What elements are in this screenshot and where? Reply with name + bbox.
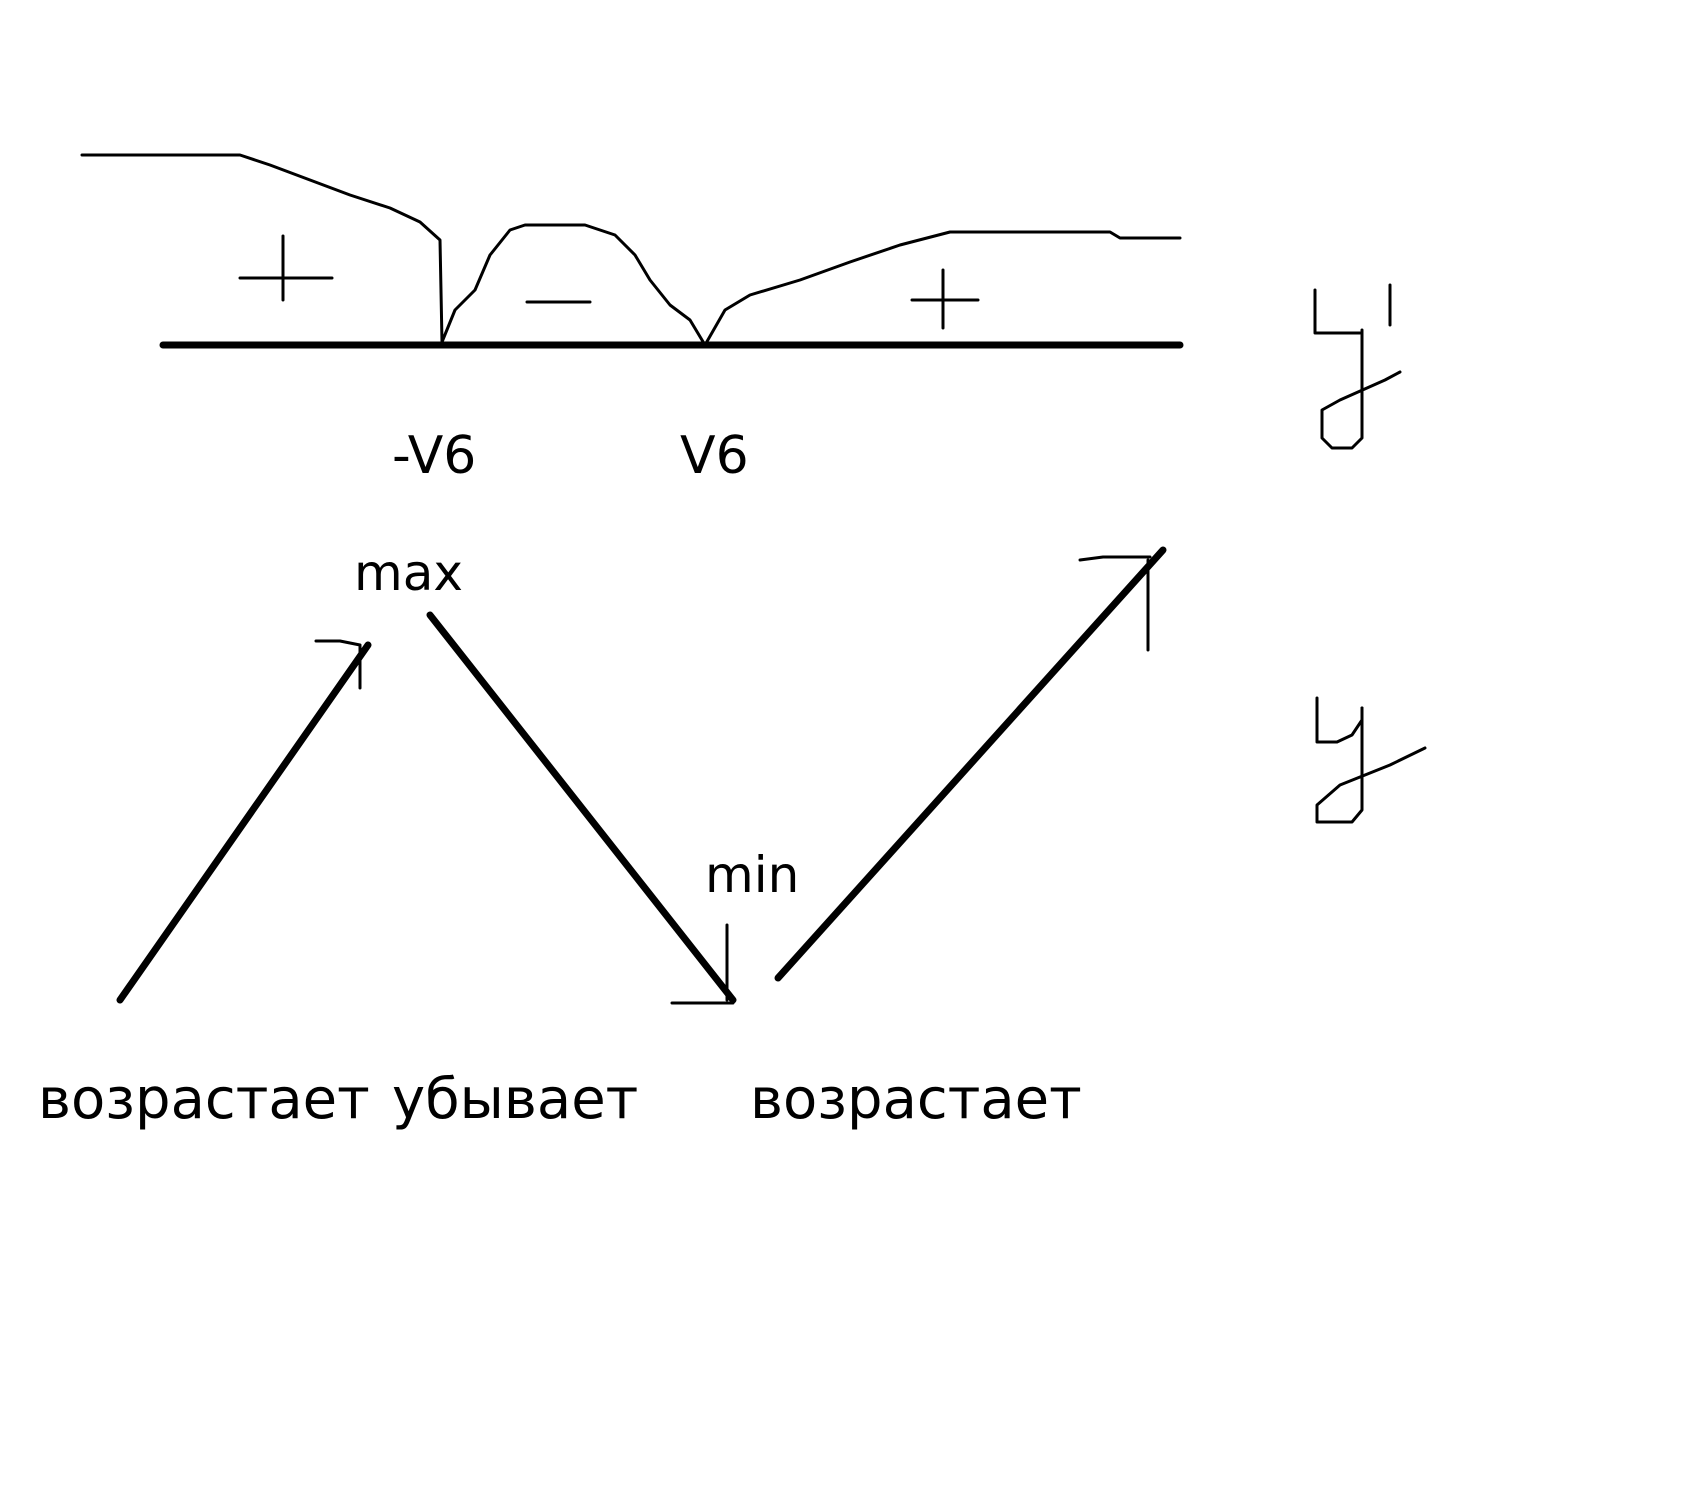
plus-sign-left <box>238 234 334 302</box>
critical-point-positive: V6 <box>680 426 749 486</box>
max-label: max <box>354 544 463 602</box>
interval-behavior-1: возрастает <box>38 1067 370 1132</box>
increase-arrow-left-head <box>314 639 362 690</box>
derivative-curve <box>80 153 1182 347</box>
critical-point-negative: -V6 <box>392 426 477 486</box>
increase-arrow-right-head <box>1078 555 1152 652</box>
increase-arrow-right <box>774 546 1167 982</box>
function-hand-label <box>1315 696 1427 824</box>
decrease-arrow-head <box>670 923 735 1005</box>
interval-behavior-2: убывает <box>392 1067 639 1132</box>
decrease-arrow <box>426 611 737 1004</box>
increase-arrow-left <box>116 641 372 1004</box>
derivative-hand-label <box>1313 283 1402 450</box>
min-label: min <box>705 846 800 904</box>
plus-sign-right <box>910 268 980 330</box>
interval-behavior-3: возрастает <box>750 1067 1082 1132</box>
